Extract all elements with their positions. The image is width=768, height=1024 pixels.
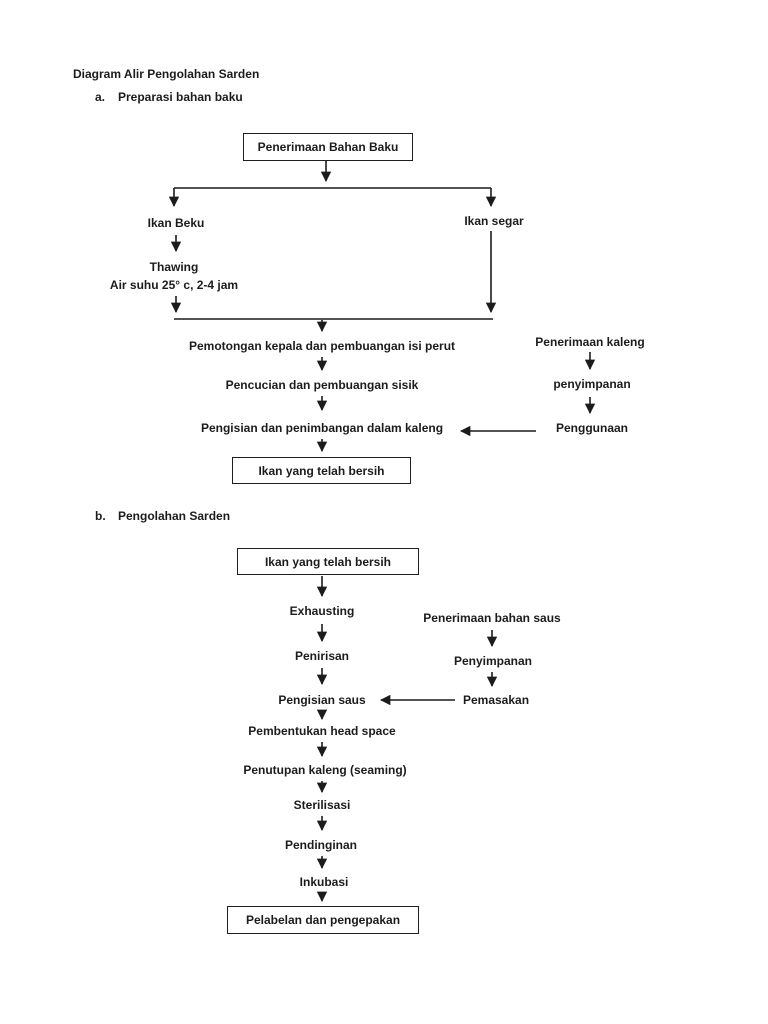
flow-node-penerimaan-bahan-saus: Penerimaan bahan saus — [423, 611, 561, 625]
flow-box-penerimaan-bahan-baku: Penerimaan Bahan Baku — [243, 133, 413, 161]
flow-node-ikan-segar: Ikan segar — [464, 214, 524, 228]
flow-node-sterilisasi: Sterilisasi — [293, 798, 351, 812]
flow-node-penyimpanan-a: penyimpanan — [553, 377, 631, 391]
flow-box-ikan-bersih-a: Ikan yang telah bersih — [232, 457, 411, 484]
page-title: Diagram Alir Pengolahan Sarden — [73, 67, 260, 81]
flow-box-ikan-bersih-b: Ikan yang telah bersih — [237, 548, 419, 575]
flow-box-pelabelan: Pelabelan dan pengepakan — [227, 906, 419, 934]
flow-node-penerimaan-kaleng: Penerimaan kaleng — [535, 335, 645, 349]
section-b-title: Pengolahan Sarden — [118, 509, 231, 523]
flow-node-ikan-beku: Ikan Beku — [147, 216, 205, 230]
flow-node-penirisan: Penirisan — [294, 649, 350, 663]
flow-node-pembentukan-head-space: Pembentukan head space — [248, 724, 396, 738]
section-a-index: a. — [95, 90, 106, 104]
flow-node-exhausting: Exhausting — [289, 604, 355, 618]
section-a-title: Preparasi bahan baku — [118, 90, 243, 104]
flow-node-pengisian-saus: Pengisian saus — [278, 693, 366, 707]
flow-node-inkubasi: Inkubasi — [299, 875, 349, 889]
section-b-index: b. — [95, 509, 106, 523]
flow-node-thawing: Thawing — [149, 260, 199, 274]
flow-node-pendinginan: Pendinginan — [285, 838, 357, 852]
flow-node-pengisian-kaleng: Pengisian dan penimbangan dalam kaleng — [200, 421, 444, 435]
flow-node-pemasakan: Pemasakan — [462, 693, 530, 707]
flow-node-pemotongan: Pemotongan kepala dan pembuangan isi per… — [188, 339, 456, 353]
flow-node-thawing-note: Air suhu 25° c, 2-4 jam — [109, 278, 239, 292]
flow-node-penyimpanan-b: Penyimpanan — [453, 654, 533, 668]
flow-node-penutupan-kaleng: Penutupan kaleng (seaming) — [243, 763, 407, 777]
flow-node-penggunaan: Penggunaan — [555, 421, 629, 435]
flow-node-pencucian: Pencucian dan pembuangan sisik — [225, 378, 419, 392]
section-a-connectors — [168, 161, 596, 453]
